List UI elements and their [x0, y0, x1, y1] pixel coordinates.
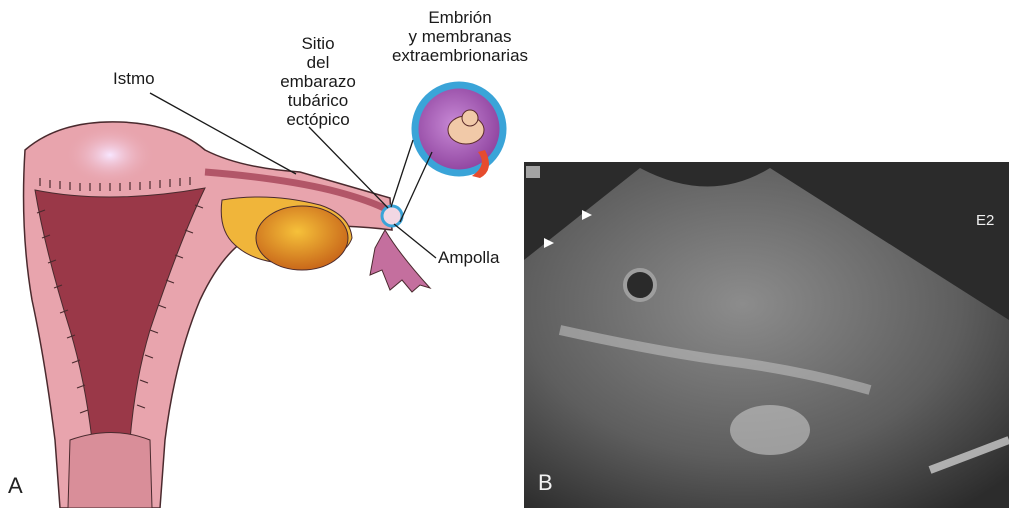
gestational-sac-ring: [625, 270, 655, 300]
panel-letter-b: B: [538, 470, 553, 496]
probe-label: E2: [976, 212, 994, 229]
logo-mark: [526, 166, 540, 178]
